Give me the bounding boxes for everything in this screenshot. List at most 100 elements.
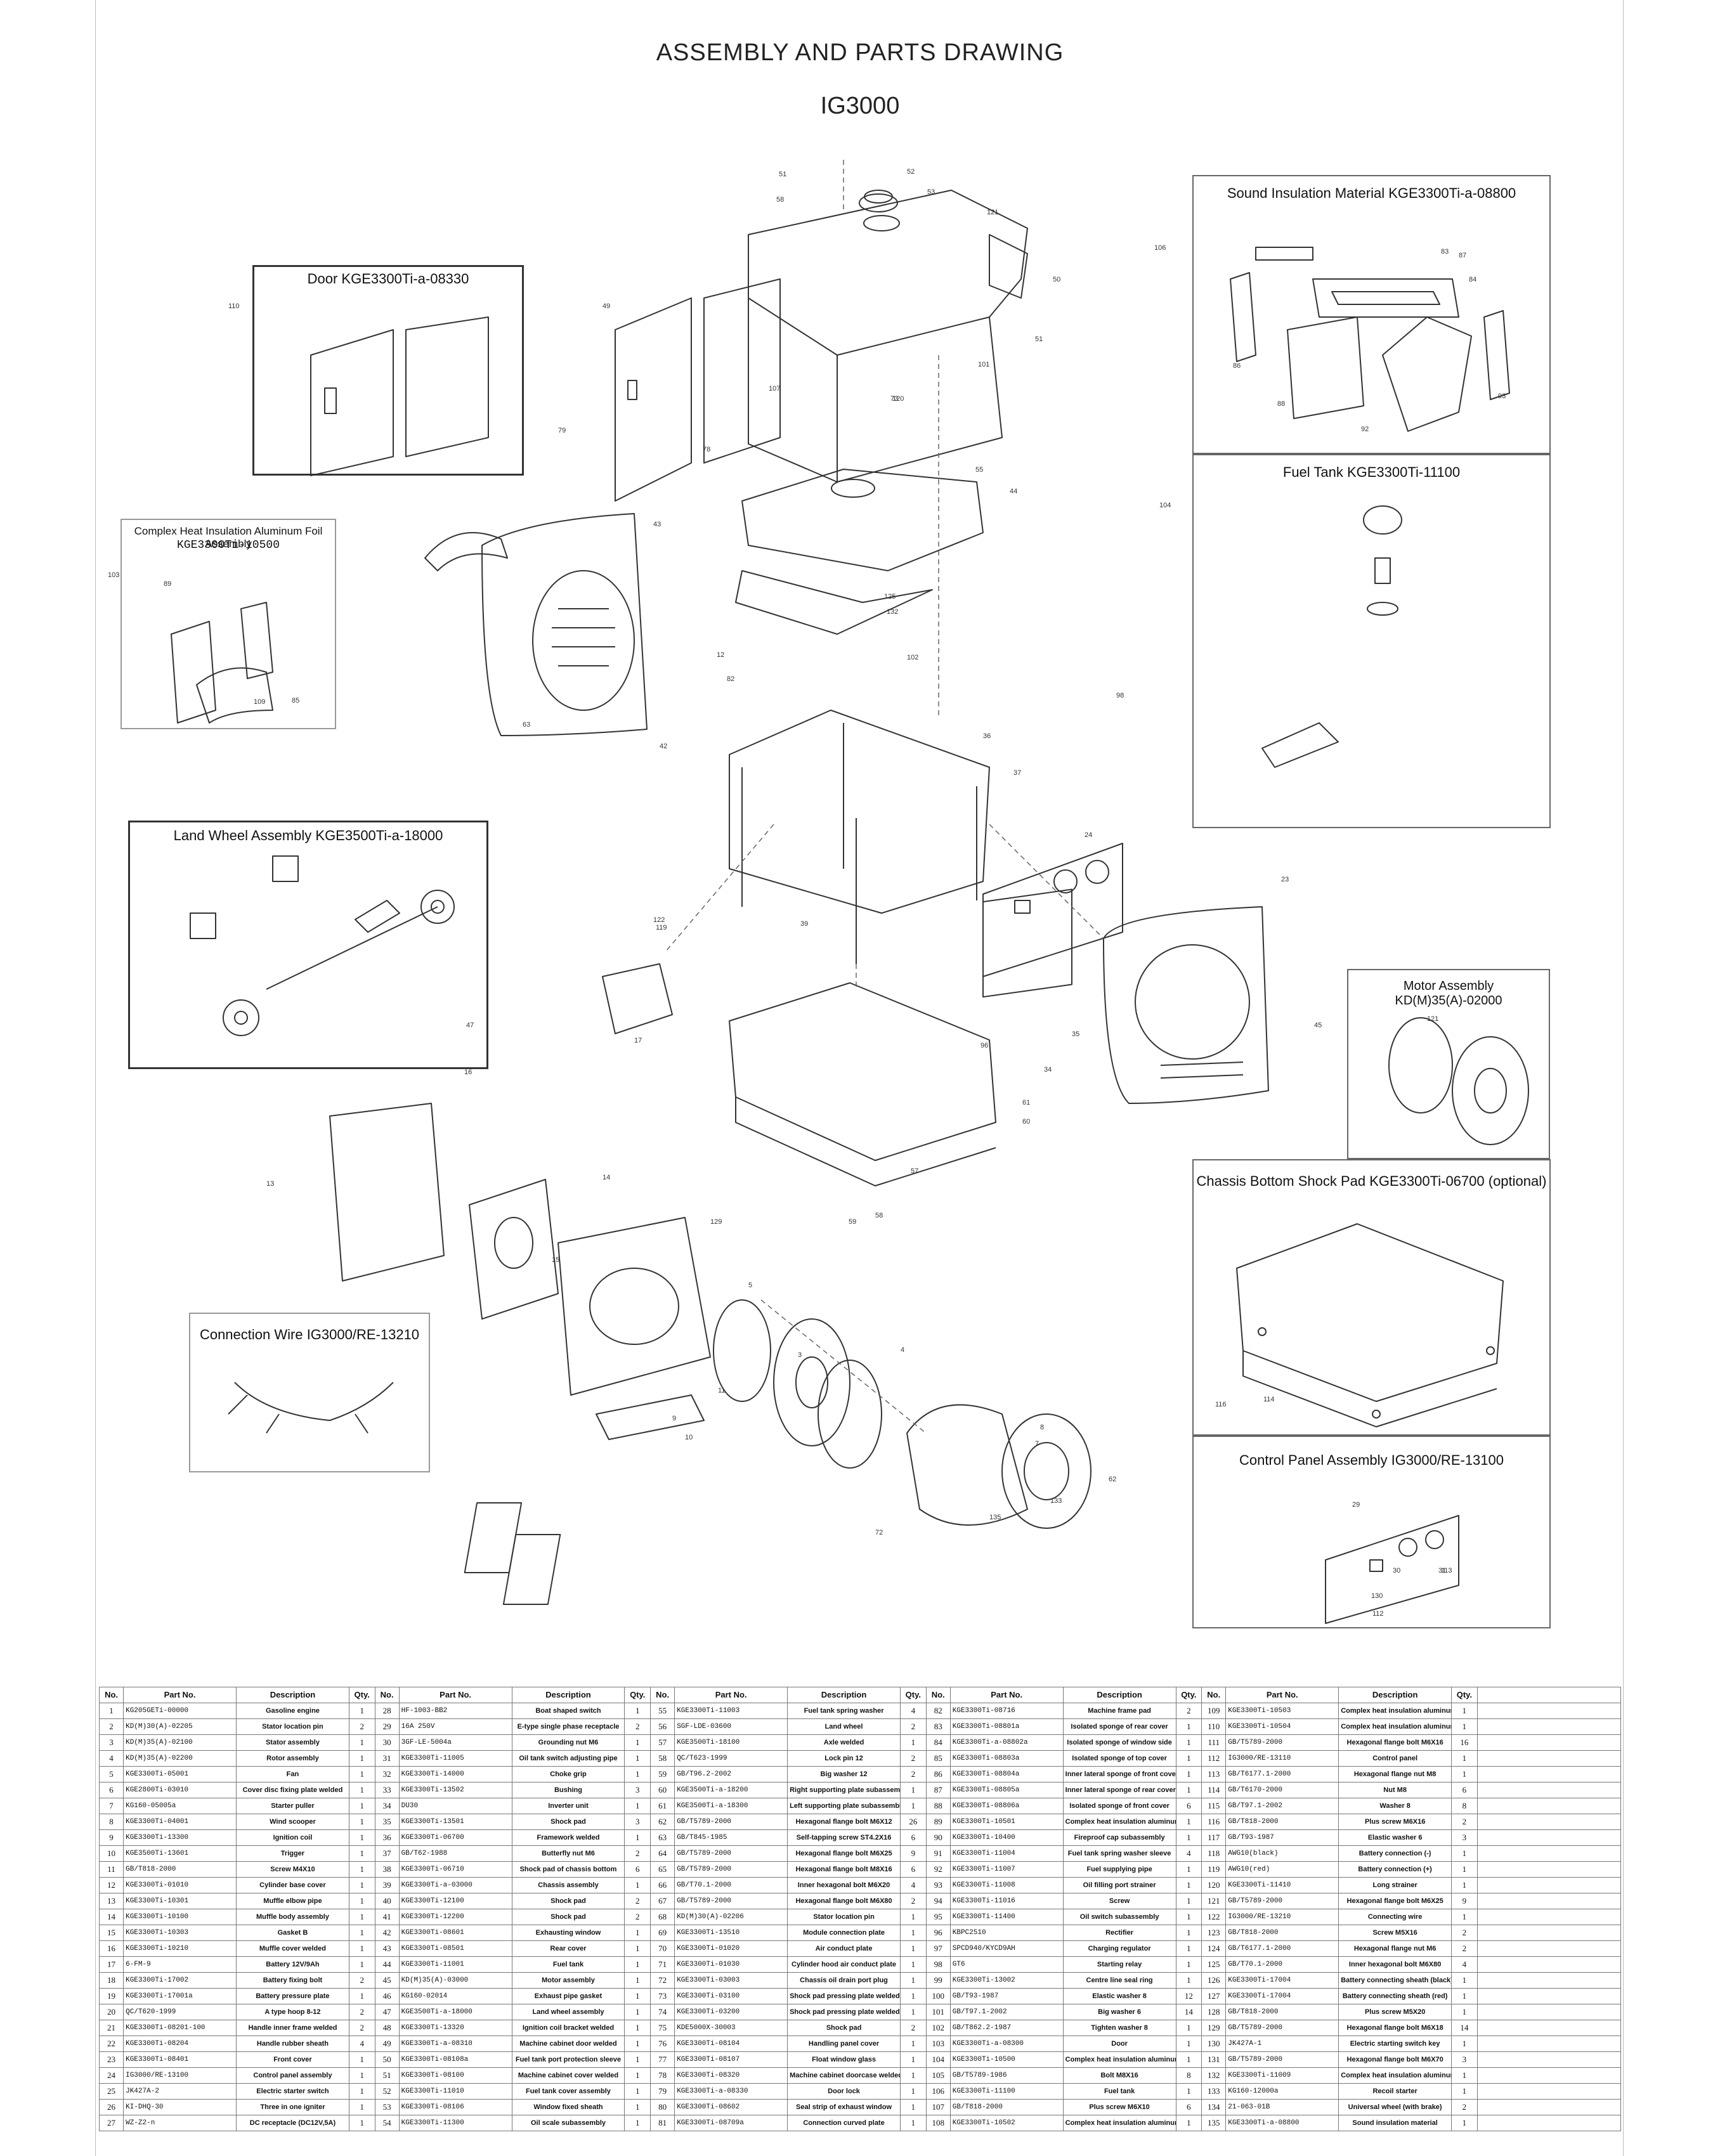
part-number: KD(M)35(A)-02100 — [123, 1734, 237, 1751]
part-number-index: 23 — [98, 2051, 124, 2068]
callout-number: 3 — [798, 1351, 802, 1359]
rear-cover-part — [424, 513, 648, 736]
column-header: Description — [787, 1687, 901, 1703]
part-number-index: 59 — [650, 1766, 675, 1783]
part-number: GB/T70.1-2000 — [674, 1877, 788, 1893]
part-quantity: 1 — [624, 1750, 651, 1767]
part-number-index: 47 — [374, 2004, 400, 2020]
part-description: Control panel assembly — [236, 2067, 349, 2084]
part-number: KGE3300Ti-11008 — [949, 1877, 1064, 1893]
part-number-index: 78 — [650, 2067, 675, 2084]
part-quantity: 1 — [1175, 2020, 1202, 2036]
blank-cell — [1476, 1909, 1622, 1925]
part-number-index: 102 — [925, 2020, 951, 2036]
part-number-index: 112 — [1201, 1750, 1227, 1767]
part-description: Inner hexagonal bolt M6X80 — [1338, 1956, 1452, 1973]
part-quantity: 1 — [348, 1814, 375, 1830]
part-number-index: 32 — [374, 1766, 400, 1783]
part-description: Battery connecting sheath (black) — [1338, 1972, 1452, 1989]
part-quantity: 2 — [624, 1718, 651, 1735]
part-number-index: 21 — [98, 2020, 124, 2036]
part-description: Muffle cover welded — [236, 1940, 349, 1957]
part-number-index: 76 — [650, 2036, 675, 2052]
part-number: KGE3300Ti-08204 — [123, 2036, 237, 2052]
part-description: Battery 12V/9Ah — [236, 1956, 349, 1973]
part-number-index: 95 — [925, 1909, 951, 1925]
control-panel-inset-art — [1325, 1515, 1459, 1624]
part-description: Fireproof cap subassembly — [1062, 1829, 1176, 1846]
part-number: KGE3500Ti-a-18200 — [674, 1782, 788, 1798]
column-header: Qty. — [1451, 1687, 1478, 1703]
part-number-index: 99 — [925, 1972, 951, 1989]
part-number-index: 37 — [374, 1845, 400, 1862]
callout-number: 129 — [710, 1218, 722, 1226]
part-quantity: 16 — [1451, 1734, 1478, 1751]
part-number: KGE3300Ti-a-08800 — [1225, 2115, 1339, 2131]
part-number: KGE3300Ti-a-08802a — [949, 1734, 1064, 1751]
part-number: KGE3300Ti-a-08330 — [674, 2083, 788, 2100]
blank-cell — [1476, 1972, 1622, 1989]
callout-number: 7 — [1035, 1440, 1039, 1448]
part-number: KGE3300Ti-08108a — [398, 2051, 512, 2068]
part-quantity: 1 — [1451, 2083, 1478, 2100]
part-number-index: 77 — [650, 2051, 675, 2068]
part-description: Isolated sponge of top cover — [1062, 1750, 1176, 1767]
part-number: GB/T5789-2000 — [674, 1814, 788, 1830]
foil-title-2: KGE3300Ti-10500 — [176, 539, 280, 552]
part-description: Charging regulator — [1062, 1940, 1176, 1957]
part-number-index: 44 — [374, 1956, 400, 1973]
part-quantity: 1 — [899, 2036, 927, 2052]
part-number-index: 26 — [98, 2099, 124, 2115]
callout-number: 114 — [1263, 1396, 1275, 1403]
part-number-index: 113 — [1201, 1766, 1227, 1783]
part-number: KGE3300Ti-08401 — [123, 2051, 237, 2068]
control-panel-title: Control Panel Assembly IG3000/RE-13100 — [1239, 1452, 1504, 1468]
part-number: GB/T818-2000 — [1225, 1814, 1339, 1830]
part-number: KGE3300Ti-10502 — [949, 2115, 1064, 2131]
part-quantity: 4 — [348, 2036, 375, 2052]
blank-cell — [1476, 1988, 1622, 2004]
part-description: Fuel tank — [1062, 2083, 1176, 2100]
part-number-index: 92 — [925, 1861, 951, 1878]
part-description: Elastic washer 8 — [1062, 1988, 1176, 2004]
part-number: KGE3300Ti-11009 — [1225, 2067, 1339, 2084]
part-number-index: 51 — [374, 2067, 400, 2084]
part-number-index: 7 — [98, 1798, 124, 1814]
blank-cell — [1476, 2036, 1622, 2052]
part-quantity: 1 — [348, 1734, 375, 1751]
callout-number: 30 — [1393, 1567, 1400, 1575]
part-quantity: 1 — [1175, 1893, 1202, 1909]
part-number-index: 87 — [925, 1782, 951, 1798]
part-description: Cylinder base cover — [236, 1877, 349, 1893]
part-quantity: 1 — [1451, 2067, 1478, 2084]
part-number: KG160-02014 — [398, 1988, 512, 2004]
part-quantity: 1 — [624, 2020, 651, 2036]
part-quantity: 1 — [1451, 1877, 1478, 1893]
part-description: Wind scooper — [236, 1814, 349, 1830]
part-quantity: 1 — [348, 1782, 375, 1798]
callout-number: 72 — [875, 1529, 883, 1536]
part-number: KGE3300Ti-10100 — [123, 1909, 237, 1925]
part-number: QC/T620-1999 — [123, 2004, 237, 2020]
blank-cell — [1476, 2115, 1622, 2131]
part-number: KGE3300Ti-10303 — [123, 1925, 237, 1941]
wind-scooper-part — [906, 1404, 1091, 1529]
part-number: 3GF-LE-5004a — [398, 1734, 512, 1751]
part-number: GB/T93-1987 — [949, 1988, 1064, 2004]
part-quantity: 2 — [1451, 2099, 1478, 2115]
part-number-index: 2 — [98, 1718, 124, 1735]
part-number: GB/T6170-2000 — [1225, 1782, 1339, 1798]
part-number: KD(M)30(A)-02206 — [674, 1909, 788, 1925]
part-number-index: 122 — [1201, 1909, 1227, 1925]
part-description: Shock pad — [511, 1909, 625, 1925]
part-quantity: 1 — [348, 1909, 375, 1925]
callout-number: 102 — [907, 654, 918, 661]
part-quantity: 2 — [1451, 1925, 1478, 1941]
part-description: Stator assembly — [236, 1734, 349, 1751]
part-number: GB/T818-2000 — [1225, 1925, 1339, 1941]
part-description: Control panel — [1338, 1750, 1452, 1767]
